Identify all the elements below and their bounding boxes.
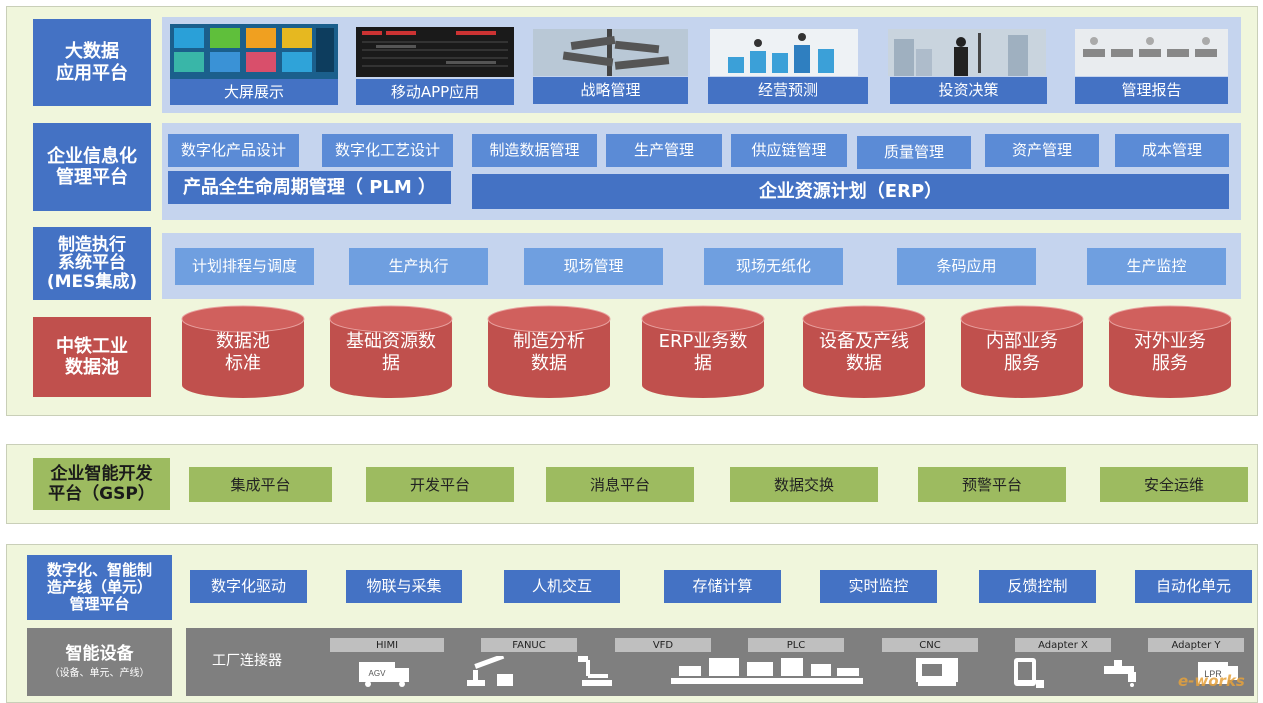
digital-line-item-feedback[interactable]: 反馈控制 xyxy=(979,570,1096,603)
factory-connector-label: 工厂连接器 xyxy=(212,653,282,669)
mes-item-monitoring[interactable]: 生产监控 xyxy=(1087,248,1226,285)
welding-robot-icon xyxy=(574,654,620,688)
watermark: e-works xyxy=(1178,672,1245,690)
lpr-camera-icon: LPR xyxy=(1196,658,1242,688)
digital-line-item-iot[interactable]: 物联与采集 xyxy=(346,570,462,603)
datapool-cylinder-standard: 数据池 标准 xyxy=(181,305,305,399)
datapool-cylinder-internal: 内部业务 服务 xyxy=(960,305,1084,399)
faucet-icon xyxy=(1100,658,1146,688)
report-thumbnail xyxy=(1075,29,1228,76)
smart-devices-title: 智能设备 xyxy=(65,644,134,665)
gsp-item-alert[interactable]: 预警平台 xyxy=(918,467,1066,502)
erp-item-cost[interactable]: 成本管理 xyxy=(1115,134,1229,167)
bigdata-item-report[interactable]: 管理报告 xyxy=(1075,77,1228,104)
mes-item-barcode[interactable]: 条码应用 xyxy=(897,248,1036,285)
plm-item-product-design[interactable]: 数字化产品设计 xyxy=(168,134,299,167)
digital-line-item-storage[interactable]: 存储计算 xyxy=(664,570,781,603)
smart-devices-header: 智能设备 （设备、单元、产线） xyxy=(27,628,172,696)
production-line-icon xyxy=(669,654,865,688)
datapool-label-base-resource: 基础资源数 据 xyxy=(346,331,436,374)
datapool-label-internal: 内部业务 服务 xyxy=(986,331,1058,374)
mobile-app-thumbnail xyxy=(356,27,514,77)
investment-thumbnail xyxy=(888,29,1046,76)
digital-line-item-automation[interactable]: 自动化单元 xyxy=(1135,570,1252,603)
bigdata-item-strategy[interactable]: 战略管理 xyxy=(533,77,688,104)
connector-tab-himi[interactable]: HIMI xyxy=(330,638,444,652)
cnc-machine-icon xyxy=(914,656,960,688)
digital-line-item-drive[interactable]: 数字化驱动 xyxy=(190,570,307,603)
robot-arm-icon xyxy=(463,656,519,688)
enterprise-info-header: 企业信息化 管理平台 xyxy=(33,123,151,211)
lpr-icon-text: LPR xyxy=(1204,669,1222,679)
datapool-label-equipment: 设备及产线 数据 xyxy=(819,331,909,374)
digital-line-item-hmi[interactable]: 人机交互 xyxy=(504,570,620,603)
erp-item-supply-chain[interactable]: 供应链管理 xyxy=(731,134,847,167)
agv-icon-text: AGV xyxy=(369,669,387,678)
bigdata-item-investment[interactable]: 投资决策 xyxy=(890,77,1047,104)
gsp-item-data-exchange[interactable]: 数据交换 xyxy=(730,467,878,502)
erp-item-manufacturing-data[interactable]: 制造数据管理 xyxy=(472,134,597,167)
connector-tab-plc[interactable]: PLC xyxy=(748,638,844,652)
datapool-cylinder-equipment: 设备及产线 数据 xyxy=(802,305,926,399)
datapool-label-erp: ERP业务数 据 xyxy=(658,331,748,374)
erp-label: 企业资源计划（ERP） xyxy=(472,174,1229,209)
bigdata-item-forecast[interactable]: 经营预测 xyxy=(708,77,868,104)
digital-line-item-realtime[interactable]: 实时监控 xyxy=(820,570,937,603)
mes-item-scheduling[interactable]: 计划排程与调度 xyxy=(175,248,314,285)
datapool-cylinder-erp: ERP业务数 据 xyxy=(641,305,765,399)
bigdata-item-dashboard[interactable]: 大屏展示 xyxy=(170,79,338,105)
mes-item-site-management[interactable]: 现场管理 xyxy=(524,248,663,285)
plm-label: 产品全生命周期管理（ PLM ） xyxy=(168,171,451,204)
mes-band xyxy=(162,233,1241,299)
bigdata-header: 大数据 应用平台 xyxy=(33,19,151,106)
mes-item-production-execution[interactable]: 生产执行 xyxy=(349,248,488,285)
plm-item-process-design[interactable]: 数字化工艺设计 xyxy=(322,134,453,167)
datapool-label-external: 对外业务 服务 xyxy=(1134,331,1206,374)
datapool-cylinder-external: 对外业务 服务 xyxy=(1108,305,1232,399)
mes-header: 制造执行 系统平台 (MES集成) xyxy=(33,227,151,300)
tablet-icon xyxy=(1010,656,1046,690)
datapool-cylinder-analysis: 制造分析 数据 xyxy=(487,305,611,399)
gsp-item-security-ops[interactable]: 安全运维 xyxy=(1100,467,1248,502)
gsp-header: 企业智能开发 平台（GSP） xyxy=(33,458,170,510)
connector-tab-adapter-y[interactable]: Adapter Y xyxy=(1148,638,1244,652)
agv-icon: AGV xyxy=(358,658,412,688)
bigdata-item-mobile-app[interactable]: 移动APP应用 xyxy=(356,79,514,105)
connector-tab-vfd[interactable]: VFD xyxy=(615,638,711,652)
connector-tab-cnc[interactable]: CNC xyxy=(882,638,978,652)
erp-item-asset[interactable]: 资产管理 xyxy=(985,134,1099,167)
connector-tab-adapter-x[interactable]: Adapter X xyxy=(1015,638,1111,652)
strategy-thumbnail xyxy=(533,29,688,76)
datapool-cylinder-base-resource: 基础资源数 据 xyxy=(329,305,453,399)
gsp-item-development[interactable]: 开发平台 xyxy=(366,467,514,502)
dashboard-thumbnail xyxy=(170,24,338,79)
datapool-header: 中铁工业 数据池 xyxy=(33,317,151,397)
gsp-item-integration[interactable]: 集成平台 xyxy=(189,467,332,502)
datapool-label-standard: 数据池 标准 xyxy=(216,331,270,374)
digital-line-header: 数字化、智能制 造产线（单元） 管理平台 xyxy=(27,555,172,620)
datapool-label-analysis: 制造分析 数据 xyxy=(513,331,585,374)
forecast-thumbnail xyxy=(710,29,858,76)
mes-item-paperless[interactable]: 现场无纸化 xyxy=(704,248,843,285)
smart-devices-subtitle: （设备、单元、产线） xyxy=(49,668,150,680)
erp-item-production[interactable]: 生产管理 xyxy=(606,134,722,167)
bigdata-band xyxy=(162,17,1241,113)
connector-tab-fanuc[interactable]: FANUC xyxy=(481,638,577,652)
gsp-item-messaging[interactable]: 消息平台 xyxy=(546,467,694,502)
erp-item-quality[interactable]: 质量管理 xyxy=(857,136,971,169)
